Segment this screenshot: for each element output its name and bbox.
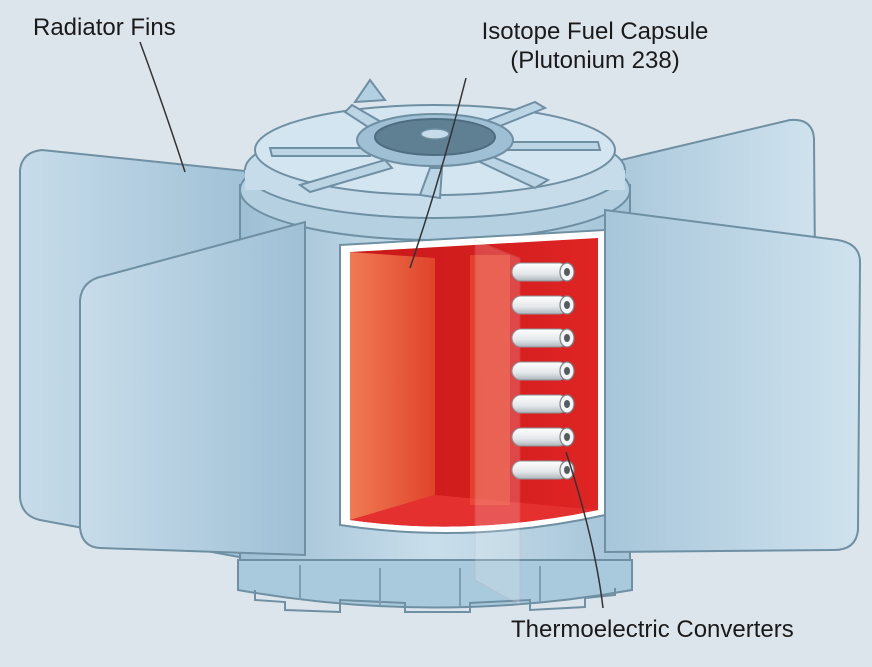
leader-radiator-fins (139, 41, 186, 173)
label-thermoelectric-converters: Thermoelectric Converters (511, 616, 794, 643)
converter-tube (511, 460, 575, 480)
converter-tube (511, 295, 575, 315)
label-fuel-capsule: Isotope Fuel Capsule (Plutonium 238) (440, 17, 750, 75)
radiator-fin-front-right (604, 208, 862, 554)
radiator-fin-front-left (79, 220, 306, 557)
thermoelectric-converters (511, 262, 575, 480)
converter-tube (511, 427, 575, 447)
converter-tube (511, 361, 575, 381)
label-fuel-capsule-line1: Isotope Fuel Capsule (481, 18, 709, 45)
converter-tube (511, 328, 575, 348)
label-fuel-capsule-line2: (Plutonium 238) (510, 47, 680, 74)
leader-converters (565, 451, 604, 609)
converter-tube (511, 394, 575, 414)
label-radiator-fins: Radiator Fins (33, 14, 176, 41)
top-cap (239, 78, 631, 241)
leader-lines (139, 41, 604, 609)
leader-fuel-capsule (409, 77, 467, 269)
converter-tube (511, 262, 575, 282)
